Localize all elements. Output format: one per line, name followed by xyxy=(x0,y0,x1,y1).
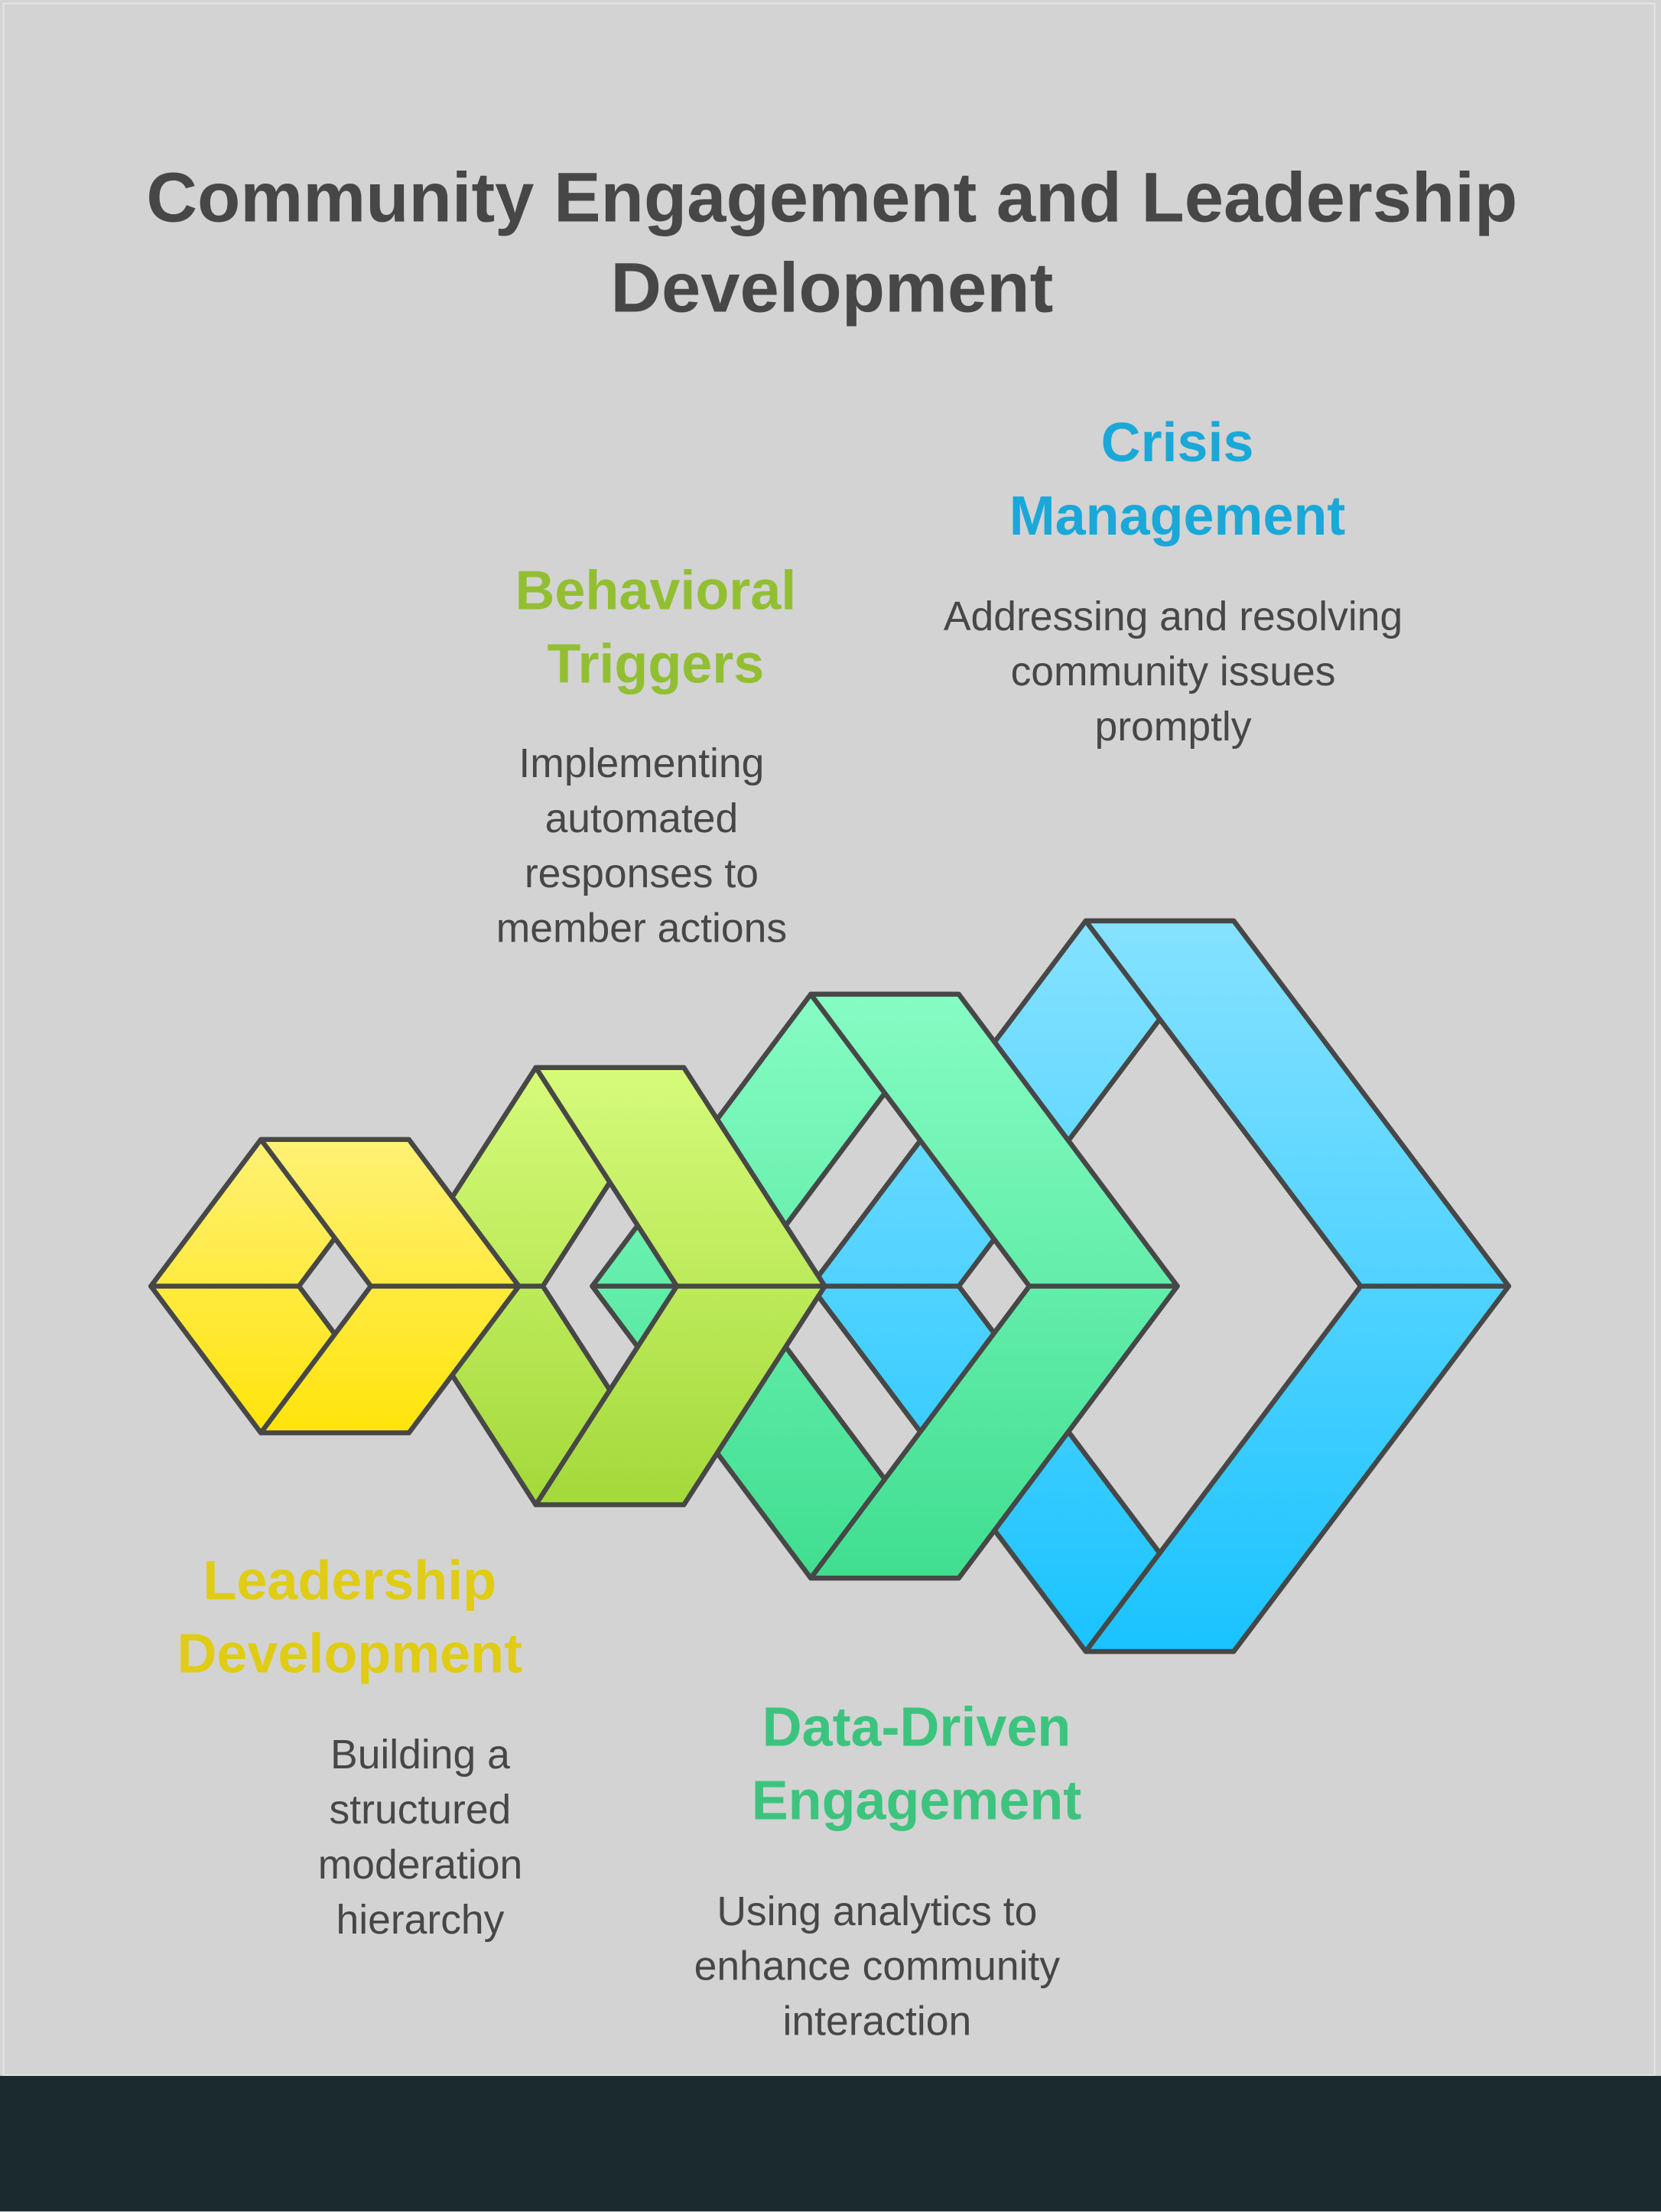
crisis-heading-line1: Crisis xyxy=(1100,413,1254,474)
behavioral-front-chevron-bottom xyxy=(533,1283,827,1508)
leadership-description: Building a structured moderation hierarc… xyxy=(317,1733,523,1944)
behavioral-heading-line1: Behavioral xyxy=(515,561,797,623)
leadership-front-chevron-bottom xyxy=(258,1283,522,1436)
crisis-front-chevron-top xyxy=(1083,918,1512,1289)
behavioral-description: Implementing automated responses to memb… xyxy=(496,741,788,952)
page-title: Community Engagement and Leadership Deve… xyxy=(146,158,1518,327)
leadership-heading-line1: Leadership xyxy=(203,1551,497,1612)
crisis-front-chevron-bottom xyxy=(1083,1283,1512,1654)
crisis-description: Addressing and resolving community issue… xyxy=(943,595,1403,750)
leadership-heading-line2: Development xyxy=(177,1625,523,1686)
bottom-bar xyxy=(0,2076,1661,2212)
datadriven-description: Using analytics to enhance community int… xyxy=(694,1889,1061,2045)
crisis-heading-line2: Management xyxy=(1009,486,1346,548)
datadriven-heading-line1: Data-Driven xyxy=(762,1697,1071,1759)
datadriven-front-chevron-bottom xyxy=(808,1283,1180,1581)
datadriven-heading-line2: Engagement xyxy=(751,1771,1082,1833)
frame xyxy=(2,2,1656,2077)
behavioral-heading-line2: Triggers xyxy=(547,634,765,695)
